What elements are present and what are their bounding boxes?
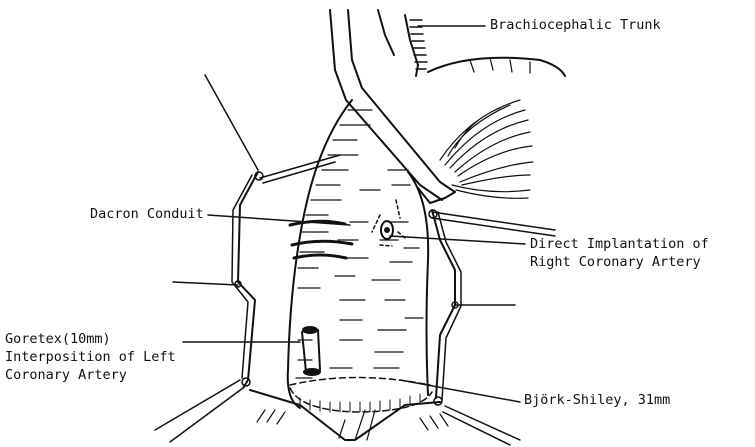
leader-bjork bbox=[400, 380, 520, 402]
label-direct-implantation-line1: Direct Implantation of bbox=[530, 236, 709, 252]
label-direct-implantation-line2: Right Coronary Artery bbox=[530, 254, 701, 270]
label-goretex-line1: Goretex(10mm) bbox=[5, 331, 111, 347]
right-coronary-implant bbox=[372, 200, 405, 246]
leader-dacron bbox=[208, 215, 350, 225]
label-goretex-line3: Coronary Artery bbox=[5, 367, 127, 383]
goretex-graft bbox=[302, 326, 321, 376]
aortic-clamp bbox=[330, 10, 455, 203]
retraction-lines bbox=[155, 75, 555, 445]
label-goretex-line2: Interposition of Left bbox=[5, 349, 176, 365]
leader-lines bbox=[183, 215, 525, 402]
tissue-fringe bbox=[440, 100, 533, 198]
label-brachiocephalic-trunk: Brachiocephalic Trunk bbox=[490, 17, 661, 33]
label-dacron-conduit: Dacron Conduit bbox=[90, 206, 204, 222]
leader-direct-implant bbox=[390, 236, 525, 244]
label-bjork-shiley: Björk-Shiley, 31mm bbox=[524, 392, 670, 408]
dacron-conduit bbox=[288, 100, 428, 408]
bottom-hatch bbox=[257, 410, 448, 440]
